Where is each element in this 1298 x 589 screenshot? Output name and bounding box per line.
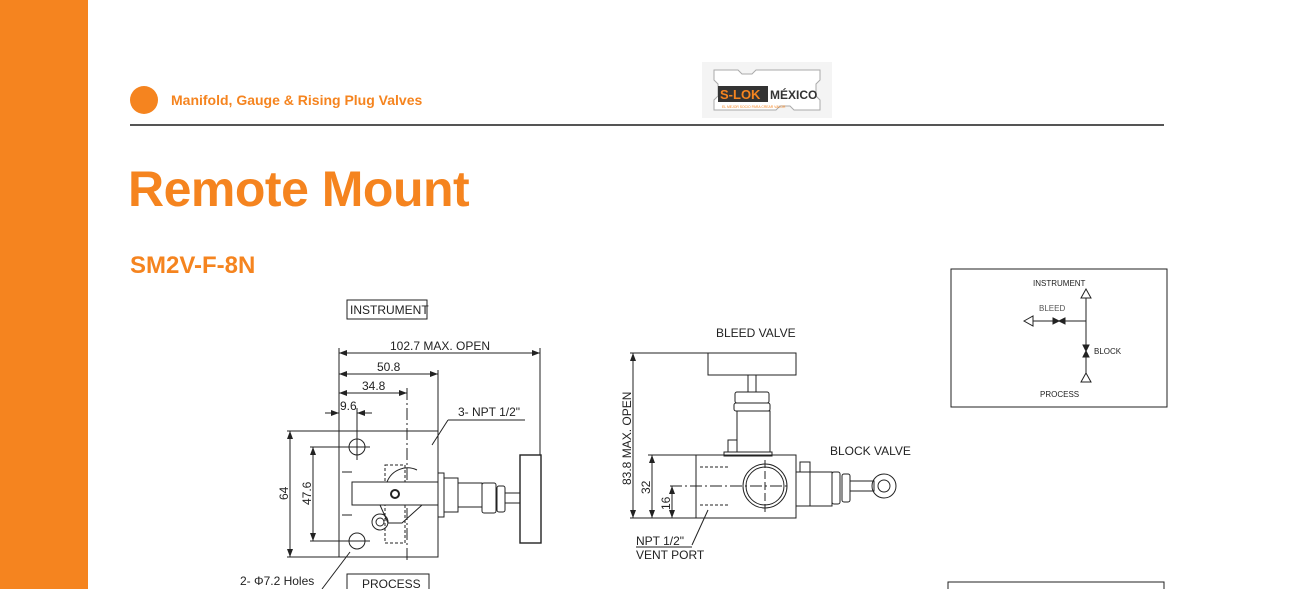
dim-hole-offset: 9.6 xyxy=(340,399,357,413)
process-label: PROCESS xyxy=(362,577,421,589)
dim-body: 32 xyxy=(639,480,653,494)
dim-side-center: 16 xyxy=(659,496,673,510)
bleed-outlet-triangle-icon xyxy=(1022,315,1034,327)
schematic-block-label: BLOCK xyxy=(1094,347,1122,356)
instrument-label: INSTRUMENT xyxy=(350,303,429,317)
ports-note: 3- NPT 1/2" xyxy=(458,405,520,419)
dim-width: 50.8 xyxy=(377,360,401,374)
logo-brand: S-LOK xyxy=(720,87,761,102)
slok-logo: S-LOK MÉXICO EL MEJOR SOCIO PARA CREAR V… xyxy=(702,62,832,118)
flow-schematic: INSTRUMENT BLEED BLOCK PROCESS xyxy=(950,268,1168,408)
schematic-instrument-label: INSTRUMENT xyxy=(1033,279,1086,288)
dim-hole-spacing: 47.6 xyxy=(300,481,314,505)
orange-sidebar xyxy=(0,0,88,589)
bleed-valve-icon xyxy=(1052,317,1066,325)
header-divider xyxy=(130,124,1164,126)
dim-height: 64 xyxy=(277,486,291,500)
dim-side-max-open: 83.8 MAX. OPEN xyxy=(620,392,634,485)
block-valve-icon xyxy=(1082,344,1090,358)
instrument-triangle-icon xyxy=(1080,287,1092,299)
logo-country: MÉXICO xyxy=(770,87,817,102)
vent-note-npt: NPT 1/2" xyxy=(636,534,684,548)
block-valve-label: BLOCK VALVE xyxy=(830,444,911,458)
next-schematic-box xyxy=(947,581,1165,589)
section-bullet-icon xyxy=(130,86,158,114)
holes-note: 2- Φ7.2 Holes xyxy=(240,574,314,588)
front-view-drawing: INSTRUMENT 102.7 MAX. OPEN 50.8 34.8 9.6… xyxy=(240,299,542,589)
side-view-drawing: BLEED VALVE BLOCK VALVE 83.8 MAX. OPEN 3… xyxy=(620,326,911,562)
vent-note-port: VENT PORT xyxy=(636,548,705,562)
dim-max-open: 102.7 MAX. OPEN xyxy=(390,339,490,353)
dim-center: 34.8 xyxy=(362,379,386,393)
model-number: SM2V-F-8N xyxy=(130,252,256,279)
logo-tagline: EL MEJOR SOCIO PARA CREAR VALOR xyxy=(722,105,786,109)
section-title: Manifold, Gauge & Rising Plug Valves xyxy=(171,92,423,108)
schematic-process-label: PROCESS xyxy=(1040,390,1079,399)
page-title: Remote Mount xyxy=(128,161,470,217)
bleed-valve-label: BLEED VALVE xyxy=(716,326,796,340)
schematic-bleed-label: BLEED xyxy=(1039,304,1065,313)
process-triangle-icon xyxy=(1080,371,1092,383)
